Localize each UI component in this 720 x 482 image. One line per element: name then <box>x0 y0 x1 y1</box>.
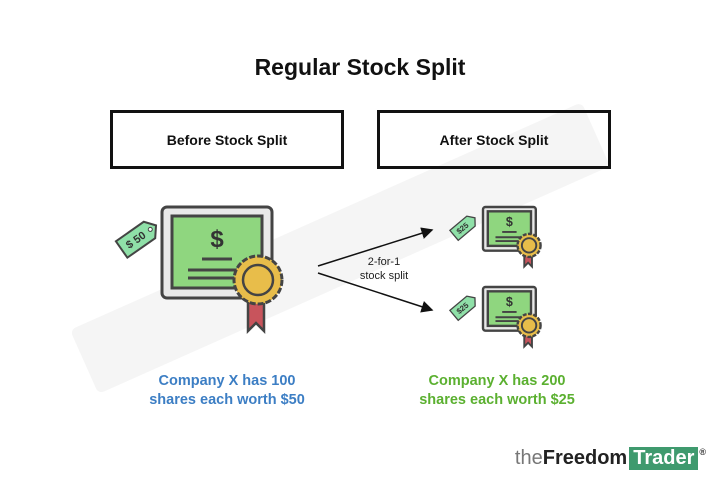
before-split-box: Before Stock Split <box>110 110 344 169</box>
before-caption-line2: shares each worth $50 <box>149 392 305 408</box>
page-title: Regular Stock Split <box>254 54 466 80</box>
after-split-label: After Stock Split <box>439 131 549 148</box>
after-split-box: After Stock Split <box>377 110 611 169</box>
split-label-line2: stock split <box>360 270 408 282</box>
before-caption: Company X has 100 shares each worth $50 <box>110 372 344 410</box>
before-split-label: Before Stock Split <box>166 131 288 148</box>
svg-text:$: $ <box>506 215 513 229</box>
after-caption: Company X has 200 shares each worth $25 <box>380 372 614 410</box>
logo-registered: ® <box>699 447 706 457</box>
price-tag-after-2: $25 <box>448 295 476 322</box>
split-label-line1: 2-for-1 <box>368 256 400 268</box>
logo-the: the <box>514 447 543 469</box>
price-tag-after-1: $25 <box>448 215 476 242</box>
arrow-down <box>317 272 434 313</box>
logo-trader: Trader <box>629 447 699 470</box>
dollar-sign: $ <box>210 226 224 253</box>
arrow-up <box>317 227 434 267</box>
logo-freedom: Freedom <box>542 447 628 469</box>
price-tag-before: $ 50 <box>114 220 158 260</box>
svg-text:$: $ <box>506 295 513 309</box>
certificate-icon-after-1: $ <box>481 205 542 269</box>
certificate-icon-after-2: $ <box>481 285 542 349</box>
after-caption-line2: shares each worth $25 <box>419 392 575 408</box>
certificate-icon-before: $ <box>160 205 284 335</box>
after-caption-line1: Company X has 200 <box>428 373 566 389</box>
before-caption-line1: Company X has 100 <box>158 373 296 389</box>
